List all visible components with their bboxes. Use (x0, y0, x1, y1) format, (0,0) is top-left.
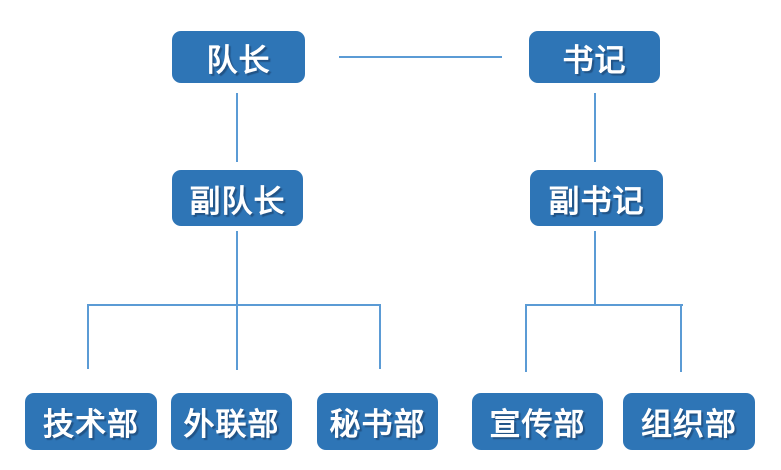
node-organization-dept[interactable]: 组织部 (623, 393, 755, 450)
connector-vicecaptain-stem (236, 231, 238, 370)
node-vice-captain[interactable]: 副队长 (172, 170, 303, 226)
node-tech-dept-label: 技术部 (43, 407, 139, 442)
node-vice-captain-label: 副队长 (189, 183, 286, 219)
node-secretary-label: 书记 (562, 42, 627, 78)
node-captain-label: 队长 (206, 42, 271, 78)
connector-right-branch-bar (525, 304, 683, 306)
connector-left-branch-bar (88, 304, 381, 306)
node-organization-dept-label: 组织部 (641, 407, 737, 442)
connector-vicesecretary-stem (594, 231, 596, 306)
connector-drop-publicity (525, 304, 527, 372)
node-secretary[interactable]: 书记 (529, 31, 660, 83)
connector-drop-organization (680, 304, 682, 372)
connector-drop-secretariat (379, 304, 381, 369)
node-publicity-dept[interactable]: 宣传部 (472, 393, 603, 450)
connector-drop-tech (87, 304, 89, 369)
connector-captain-vicecaptain (236, 93, 238, 162)
node-vice-secretary-label: 副书记 (548, 183, 645, 219)
connector-secretary-vicesecretary (594, 93, 596, 162)
node-secretariat-dept[interactable]: 秘书部 (317, 393, 438, 450)
node-vice-secretary[interactable]: 副书记 (530, 170, 663, 226)
connector-captain-secretary (339, 56, 502, 58)
node-publicity-dept-label: 宣传部 (489, 407, 586, 442)
node-secretariat-dept-label: 秘书部 (329, 407, 426, 442)
node-outreach-dept[interactable]: 外联部 (171, 393, 292, 450)
node-outreach-dept-label: 外联部 (183, 407, 280, 442)
node-captain[interactable]: 队长 (172, 31, 305, 83)
node-tech-dept[interactable]: 技术部 (25, 393, 157, 450)
